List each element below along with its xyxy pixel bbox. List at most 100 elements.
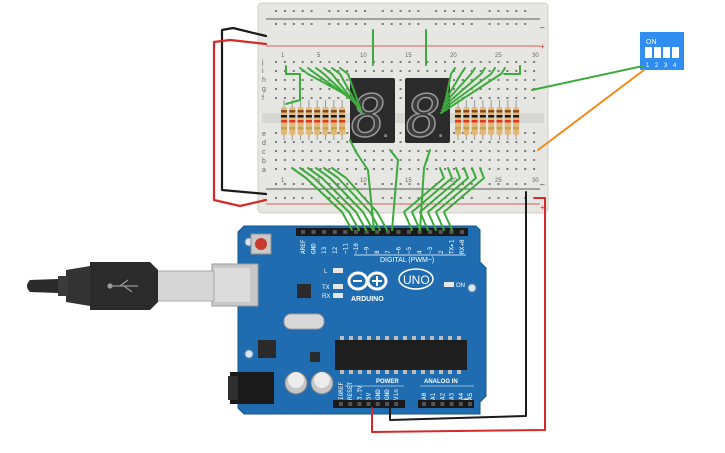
wire-green [339,67,363,114]
wire-green [331,67,361,111]
chip-pin [385,336,389,340]
digital-pin-label: 13 [321,246,328,254]
analog-pin-socket[interactable] [422,402,426,406]
bottom-rail-plus-label: + [540,203,545,212]
dip-toggle-2[interactable] [654,47,661,58]
digital-pin-socket[interactable] [332,230,337,234]
resistor[interactable] [289,100,296,140]
digital-pin-socket[interactable] [417,230,422,234]
analog-pin-socket[interactable] [449,402,454,406]
seven-segment-display-left[interactable]: 8 . [350,78,395,151]
resistor[interactable] [479,100,486,140]
digital-pin-socket[interactable] [407,230,411,234]
seven-segment-display-right[interactable]: 8 . [405,78,450,151]
breadboard-hole [488,70,491,72]
digital-pin-socket[interactable] [385,230,390,234]
resistor[interactable] [504,100,511,140]
breadboard-hole [524,132,527,134]
analog-pin-socket[interactable] [468,402,472,406]
resistor[interactable] [330,100,337,140]
dip-toggle-1[interactable] [645,47,652,58]
power-pin-socket[interactable] [394,402,399,406]
wire-green-dip [531,65,644,91]
power-header-label: POWER [376,379,399,385]
digital-pin-socket[interactable] [428,230,433,234]
resistor[interactable] [496,100,503,140]
breadboard-hole [390,61,393,63]
reset-button-icon[interactable] [250,233,272,255]
breadboard-hole [292,150,295,152]
breadboard-hole [399,159,402,161]
breadboard-hole [310,88,313,90]
breadboard-hole [390,23,393,25]
power-pin-socket[interactable] [366,402,371,406]
digital-pin-socket[interactable] [311,230,316,234]
row-letter: d [262,140,266,147]
wire-green [441,67,496,111]
digital-pin-socket[interactable] [354,230,358,234]
dip-toggle-3[interactable] [663,47,670,58]
resistor[interactable] [339,100,346,140]
chip-pin [376,336,380,340]
resistor[interactable] [488,100,495,140]
breadboard-hole [310,150,313,152]
resistor[interactable] [314,100,321,140]
digital-pin-socket[interactable] [301,230,305,234]
display-digit: 8 [406,82,441,150]
resistor-band [513,120,520,123]
dip-toggle-4[interactable] [672,47,679,58]
resistor[interactable] [455,100,461,140]
digital-pin-socket[interactable] [396,230,401,234]
power-pin-socket[interactable] [375,402,380,406]
resistor[interactable] [281,100,287,140]
breadboard-hole [444,159,447,161]
breadboard-hole [275,61,277,63]
breadboard-hole [515,150,518,152]
chip-pin [457,336,461,340]
digital-pin-socket[interactable] [375,230,380,234]
digital-pin-socket[interactable] [343,230,348,234]
analog-pin-label: A0 [421,392,428,400]
resistor[interactable] [513,100,520,140]
resistor-band [289,120,296,123]
analog-pin-socket[interactable] [440,402,445,406]
breadboard-hole [435,23,438,25]
resistor[interactable] [471,100,478,140]
power-pin-socket[interactable] [385,402,389,406]
resistor[interactable] [305,100,312,140]
column-number: 20 [450,178,457,184]
breadboard-hole [515,61,518,63]
power-pin-socket[interactable] [348,402,353,406]
resistor-band [322,120,329,123]
power-pin-socket[interactable] [357,402,362,406]
breadboard-hole [399,197,402,199]
resistor-band [297,115,304,118]
power-pin-label: IOREF [338,382,345,400]
breadboard-hole [283,79,286,81]
dip-switch-icon[interactable]: ON 1 2 3 4 [640,32,684,70]
breadboard-hole [524,70,527,72]
resistor[interactable] [297,100,304,140]
analog-pin-socket[interactable] [431,402,436,406]
digital-pin-socket[interactable] [364,230,369,234]
analog-pin-socket[interactable] [458,402,463,406]
breadboard-hole [408,61,411,63]
power-pin-socket[interactable] [339,402,343,406]
breadboard-hole [524,183,527,185]
resistor[interactable] [463,100,470,140]
breadboard-hole [453,168,455,170]
column-number: 15 [405,178,412,184]
digital-pin-socket[interactable] [438,230,443,234]
breadboard-hole [364,10,366,12]
wire-green [444,67,466,102]
digital-pin-socket[interactable] [322,230,327,234]
breadboard-hole [488,183,491,185]
wire-red-5v [371,197,546,433]
digital-pin-socket[interactable] [449,230,454,234]
resistor[interactable] [322,100,329,140]
digital-pin-socket[interactable] [460,230,464,234]
breadboard-hole [497,79,500,81]
led-rx-label: RX [322,294,330,300]
breadboard-hole [453,88,455,90]
